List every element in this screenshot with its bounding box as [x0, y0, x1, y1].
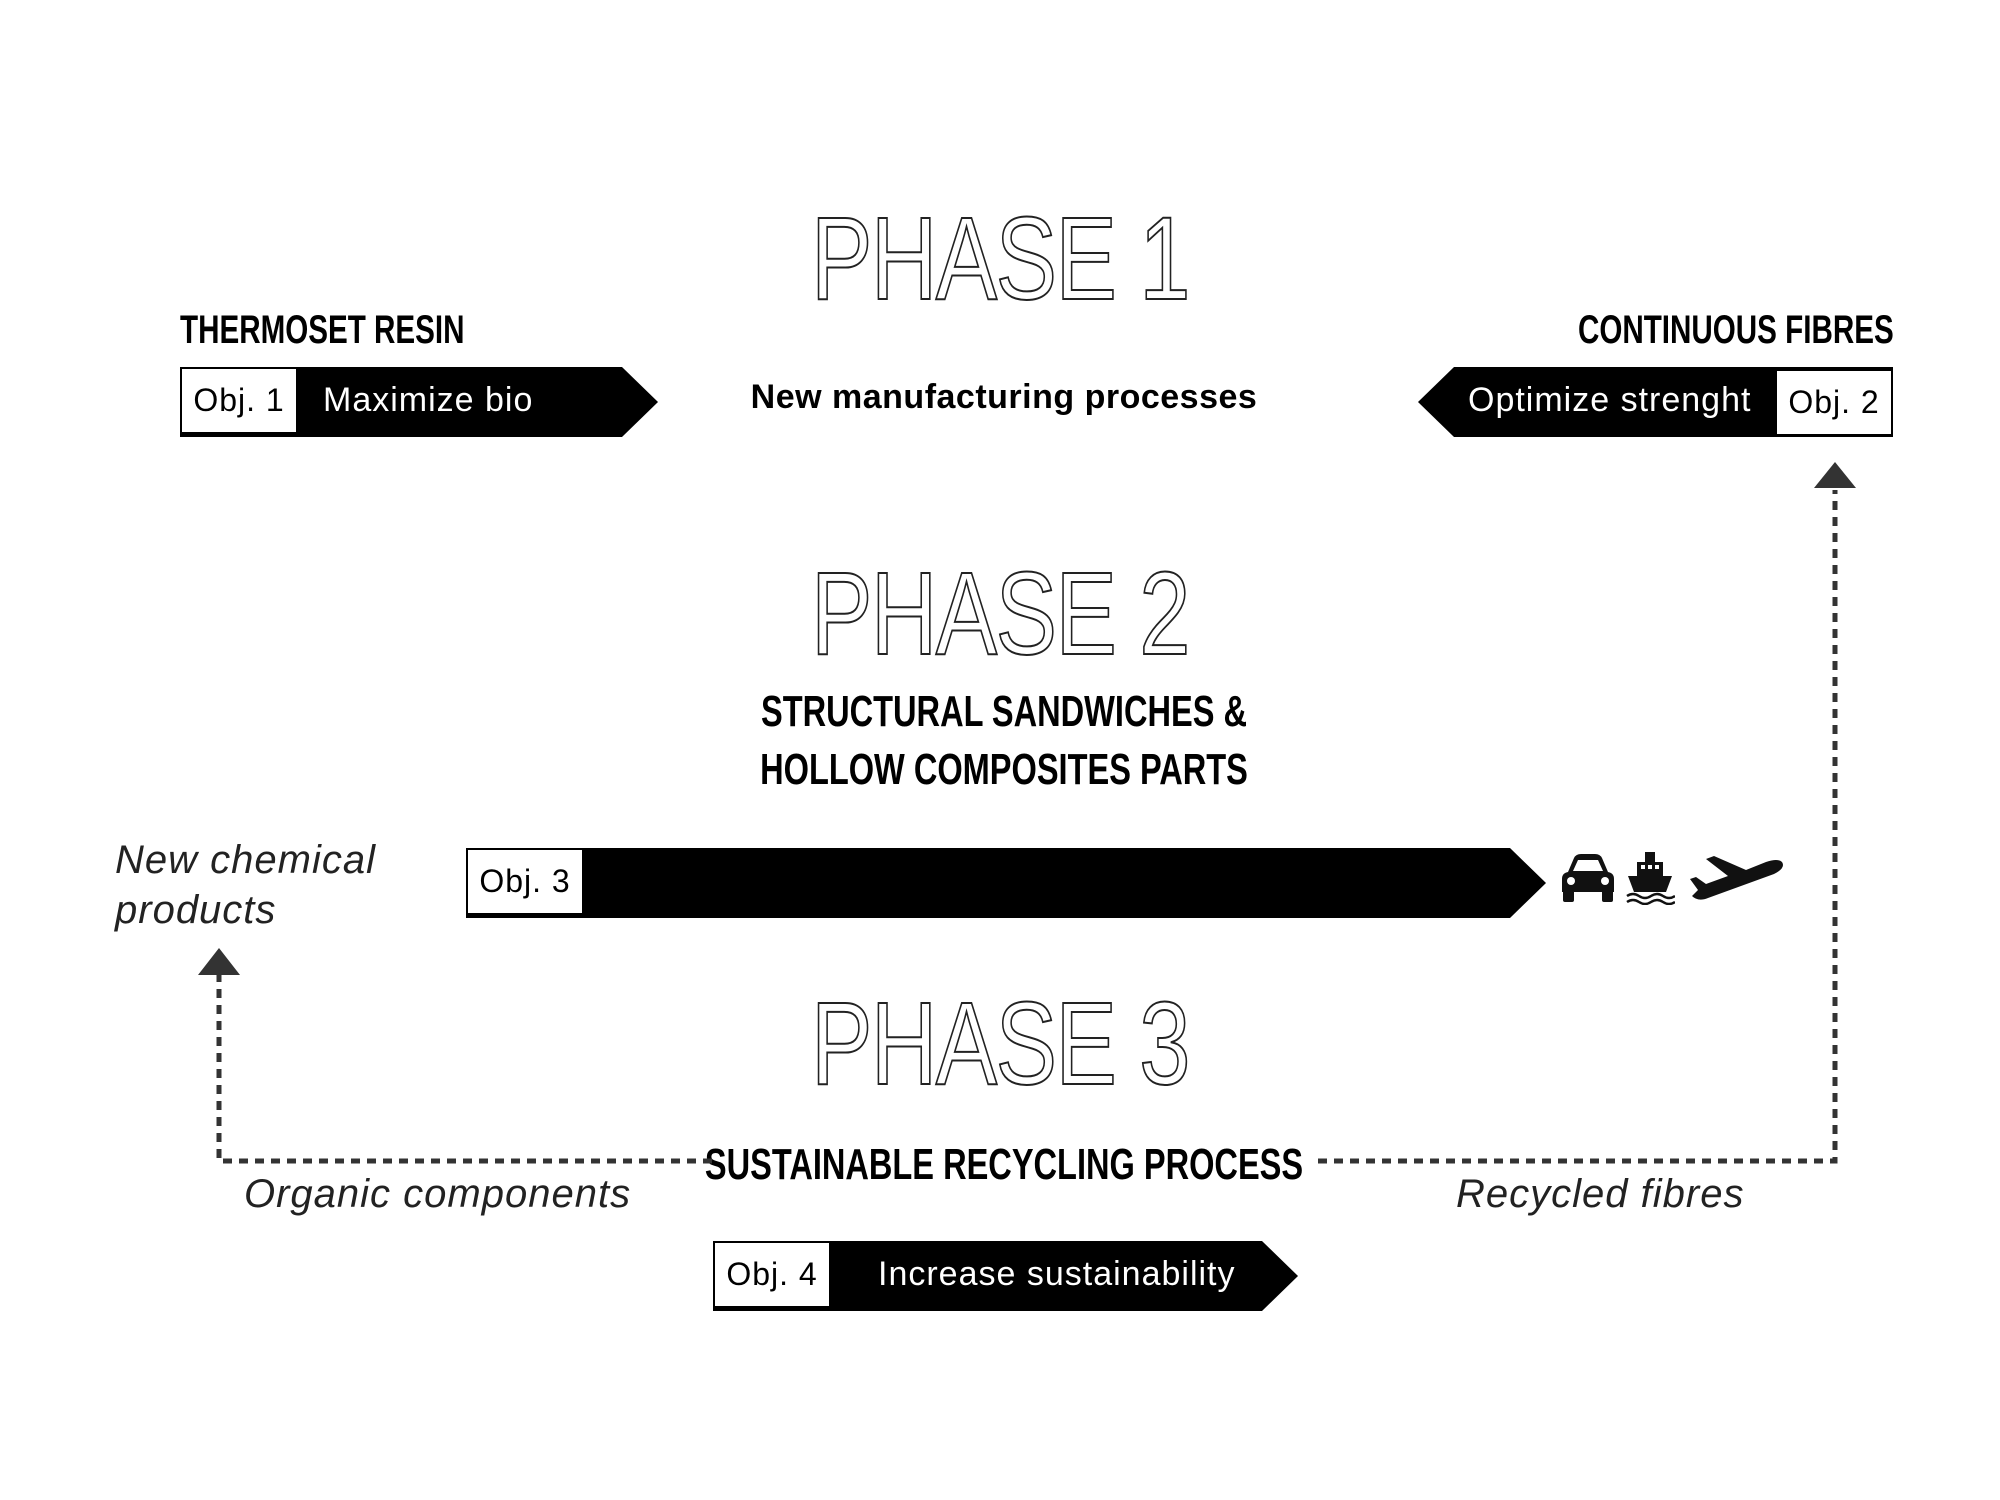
objective-3-arrow: Obj. 3 [466, 848, 1546, 918]
obj-2-tag: Obj. 2 [1775, 369, 1893, 436]
recycled-fibres-label: Recycled fibres [1456, 1172, 1745, 1216]
obj-4-tag: Obj. 4 [713, 1241, 831, 1308]
phase-2-title: PHASE 2 [810, 548, 1191, 680]
phase-3-title: PHASE 3 [810, 978, 1191, 1110]
arrow-right-long-shape [466, 848, 1546, 918]
obj-3-tag: Obj. 3 [466, 848, 584, 915]
objective-2-arrow: Obj. 2 Optimize strenght [1418, 367, 1893, 437]
arrow-left-shape [1418, 367, 1893, 437]
obj-1-tag: Obj. 1 [180, 367, 298, 434]
fibres-flow-line [1318, 490, 1838, 1164]
organic-components-label: Organic components [244, 1172, 632, 1216]
arrow-up-right-head [1814, 462, 1856, 488]
arrow-right-shape [180, 367, 658, 437]
car-icon [1562, 854, 1614, 902]
new-chemical-products-line1: New chemical [115, 838, 376, 882]
ship-icon [1626, 852, 1675, 905]
phase-1-title: PHASE 1 [810, 193, 1191, 325]
manufacturing-processes-text: New manufacturing processes [750, 378, 1258, 416]
objective-1-arrow: Obj. 1 Maximize bio [180, 367, 658, 437]
thermoset-resin-heading: THERMOSET RESIN [180, 308, 465, 352]
obj-4-label: Increase sustainability [878, 1255, 1236, 1293]
obj-1-label: Maximize bio [323, 381, 534, 419]
new-chemical-products-line2: products [115, 888, 277, 932]
organic-flow-line [216, 973, 712, 1164]
obj-2-label: Optimize strenght [1468, 381, 1752, 419]
arrow-right-shape-4 [713, 1241, 1298, 1311]
continuous-fibres-heading: CONTINUOUS FIBRES [1578, 308, 1894, 352]
hollow-composites-heading: HOLLOW COMPOSITES PARTS [760, 745, 1248, 794]
sustainable-recycling-heading: SUSTAINABLE RECYCLING PROCESS [704, 1140, 1304, 1189]
arrow-up-left-head [198, 948, 240, 975]
structural-sandwiches-heading: STRUCTURAL SANDWICHES & [761, 687, 1247, 736]
airplane-icon [1690, 856, 1783, 900]
objective-4-arrow: Obj. 4 Increase sustainability [713, 1241, 1298, 1311]
